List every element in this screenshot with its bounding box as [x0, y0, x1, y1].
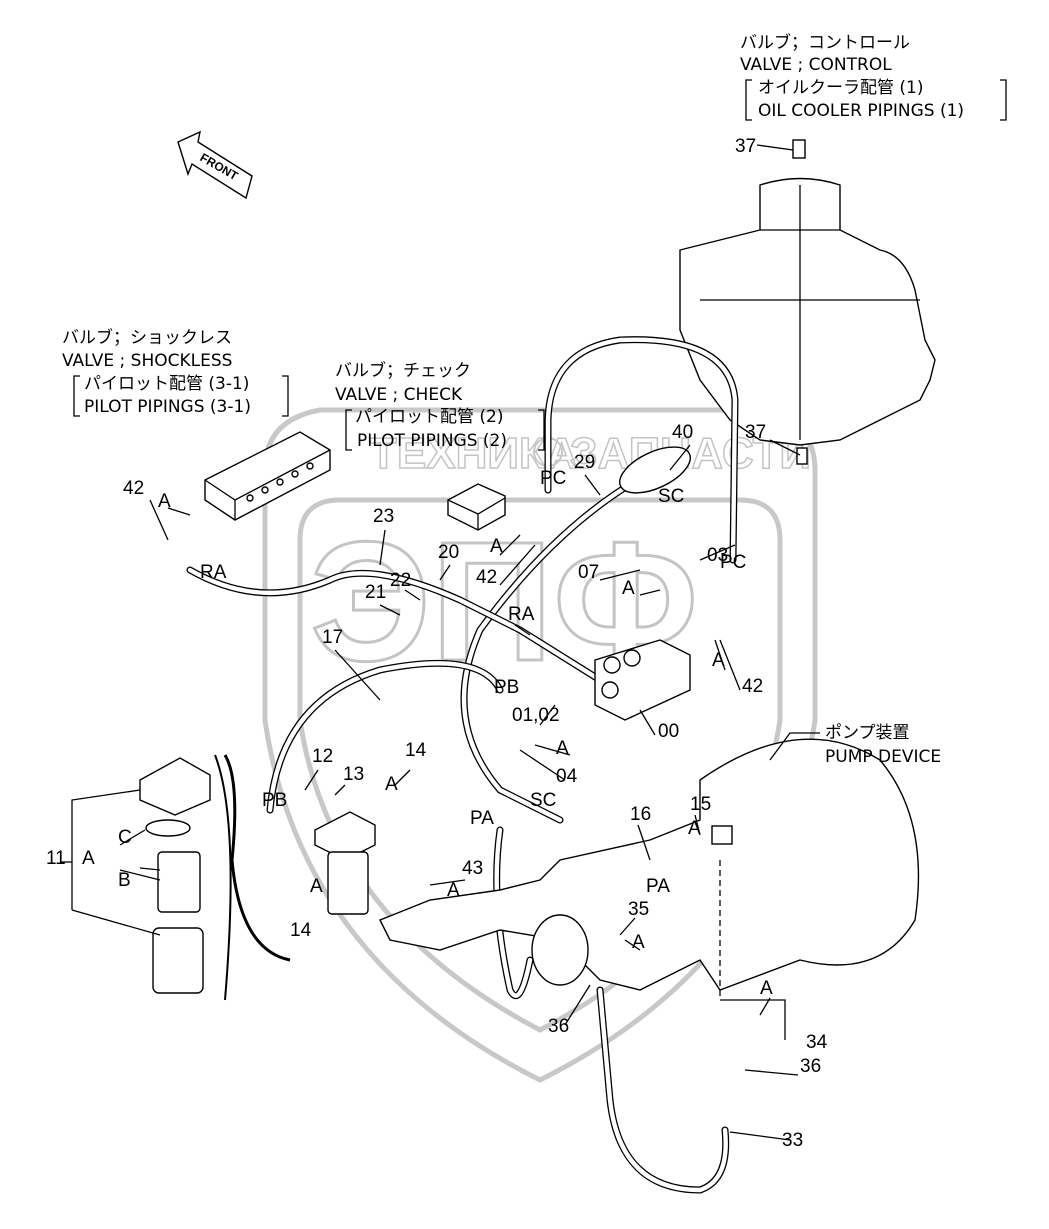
callout-label: 04	[556, 766, 578, 787]
callout-label: 29	[574, 452, 595, 473]
filter-drawing	[71, 754, 376, 1001]
heading-en: VALVE ; SHOCKLESS	[62, 351, 232, 371]
control-valve-drawing	[679, 139, 936, 465]
callout-label: 42	[476, 567, 497, 588]
callout-label: 07	[578, 562, 599, 583]
callout-label: PA	[646, 876, 670, 897]
heading-control-valve: バルブ；コントロール VALVE ; CONTROL オイルクーラ配管 (1) …	[740, 32, 1007, 121]
subheading-en: PILOT PIPINGS (3-1)	[84, 397, 251, 417]
shockless-valve-drawing	[204, 431, 331, 521]
heading-check-valve: バルブ；チェック VALVE ; CHECK パイロット配管 (2) PILOT…	[335, 360, 545, 451]
callout-label: SC	[658, 486, 684, 507]
subheading-en: OIL COOLER PIPINGS (1)	[758, 101, 964, 121]
subheading-jp: パイロット配管 (3-1)	[84, 374, 249, 394]
callout-label: PB	[262, 790, 287, 811]
callout-label: 01,02	[512, 705, 560, 726]
callout-label: 36	[548, 1016, 569, 1037]
callout-label: 17	[322, 627, 343, 648]
callout-label: A	[760, 978, 773, 999]
callout-label: A	[688, 818, 701, 839]
callout-label: A	[310, 876, 323, 897]
subheading-jp: パイロット配管 (2)	[355, 407, 503, 427]
heading-pump-device: ポンプ装置 PUMP DEVICE	[769, 723, 941, 767]
callout-label: 12	[312, 746, 333, 767]
leader-lines	[60, 144, 801, 1141]
callout-label: A	[632, 932, 645, 953]
callout-label: 00	[658, 721, 679, 742]
callout-label: PC	[720, 552, 746, 573]
heading-shockless-valve: バルブ；ショックレス VALVE ; SHOCKLESS パイロット配管 (3-…	[62, 327, 289, 417]
callout-label: 43	[462, 858, 483, 879]
heading-en: PUMP DEVICE	[825, 747, 941, 767]
callout-label: 13	[343, 764, 364, 785]
callout-label: 14	[405, 740, 427, 761]
callout-label: 15	[690, 794, 711, 815]
callout-label: A	[447, 880, 460, 901]
subheading-en: PILOT PIPINGS (2)	[357, 431, 507, 451]
callout-label: C	[118, 827, 132, 848]
callout-label: 37	[745, 422, 766, 443]
heading-en: VALVE ; CONTROL	[740, 55, 892, 75]
callout-label: A	[490, 536, 503, 557]
callout-label: 35	[628, 899, 649, 920]
callout-label: A	[82, 848, 95, 869]
callout-label: 16	[630, 804, 651, 825]
callout-label: PC	[540, 468, 566, 489]
callout-label: 36	[800, 1056, 821, 1077]
callout-label: B	[118, 870, 131, 891]
callout-label: RA	[200, 562, 227, 583]
callout-label: 11	[46, 848, 66, 869]
callout-label: A	[556, 738, 569, 759]
callout-label: PA	[470, 808, 494, 829]
pump-device-drawing	[379, 738, 920, 1000]
heading-jp: ポンプ装置	[825, 723, 910, 743]
callout-label: A	[712, 650, 725, 671]
callout-label: 40	[672, 422, 693, 443]
callout-label: 14	[290, 920, 312, 941]
callout-label: A	[158, 491, 171, 512]
callout-label: 42	[123, 478, 144, 499]
callout-label: 34	[806, 1032, 828, 1053]
callout-label: RA	[508, 604, 535, 625]
pipes	[186, 336, 739, 1194]
callout-label: 42	[742, 676, 763, 697]
heading-jp: バルブ；コントロール	[740, 32, 910, 53]
valve-assembly-drawing	[594, 639, 691, 721]
heading-jp: バルブ；チェック	[335, 360, 471, 381]
callout-label: 37	[735, 136, 756, 157]
callout-label: 20	[438, 542, 459, 563]
heading-en: VALVE ; CHECK	[335, 385, 463, 405]
callout-label: A	[385, 774, 398, 795]
callout-label: PB	[494, 677, 519, 698]
callout-label: SC	[530, 790, 556, 811]
subheading-jp: オイルクーラ配管 (1)	[758, 78, 923, 98]
callout-label: 21	[365, 582, 386, 603]
heading-jp: バルブ；ショックレス	[62, 327, 232, 348]
callout-label: 33	[782, 1130, 803, 1151]
callout-label: A	[622, 578, 635, 599]
front-arrow: FRONT	[177, 130, 253, 200]
callout-label: 22	[390, 570, 411, 591]
check-valve-drawing	[447, 483, 506, 531]
callout-label: 23	[373, 506, 394, 527]
